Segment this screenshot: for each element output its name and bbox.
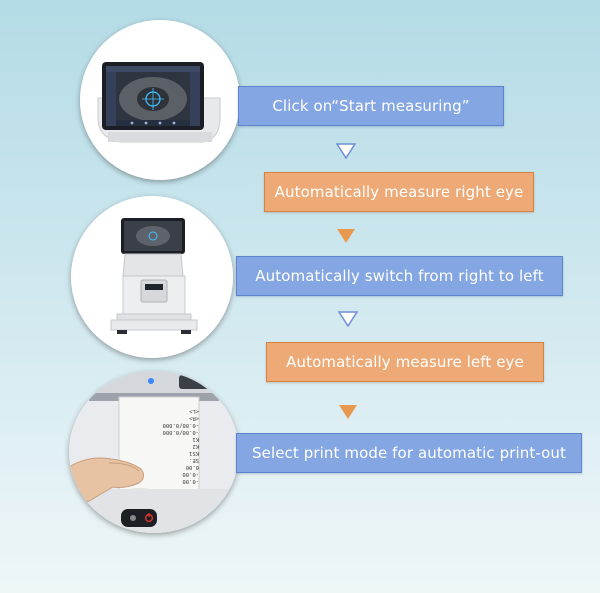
printout-line: -0.00: [182, 471, 199, 477]
step-label: Automatically switch from right to left: [255, 267, 544, 285]
printout-line: <R>: [189, 415, 199, 421]
printout-line: K2: [192, 443, 199, 449]
printout-line: -0.00: [182, 478, 199, 484]
printout-photo: -0.00 -0.00 0.00 SE. KS1 K2 K1 -0.00/0.0…: [69, 371, 239, 533]
step-measure-right-eye: Automatically measure right eye: [264, 172, 534, 212]
step-label: Select print mode for automatic print-ou…: [252, 444, 566, 462]
printout-line: 0.00: [185, 464, 199, 470]
down-arrow-icon: [336, 228, 356, 244]
down-arrow-icon: [338, 311, 358, 327]
step-label: Click on“Start measuring”: [272, 97, 470, 115]
down-arrow-icon: [338, 404, 358, 420]
printout-line: -0.00/0.000: [162, 429, 199, 435]
step-label: Automatically measure right eye: [274, 183, 524, 201]
down-arrow-icon: [336, 143, 356, 159]
printout-line: <L>: [189, 408, 199, 414]
printout-text: -0.00 -0.00 0.00 SE. KS1 K2 K1 -0.00/0.0…: [135, 407, 199, 484]
step-start-measuring: Click on“Start measuring”: [238, 86, 504, 126]
printout-line: K1: [192, 436, 199, 442]
device-screen-photo: [80, 20, 240, 180]
printout-line: KS1: [189, 450, 199, 456]
printout-line: -0.00/0.000: [162, 422, 199, 428]
device-full-photo: [71, 196, 233, 358]
step-switch-right-to-left: Automatically switch from right to left: [236, 256, 563, 296]
step-label: Automatically measure left eye: [286, 353, 524, 371]
step-measure-left-eye: Automatically measure left eye: [266, 342, 544, 382]
printout-line: SE.: [189, 457, 199, 463]
step-select-print-mode: Select print mode for automatic print-ou…: [236, 433, 582, 473]
